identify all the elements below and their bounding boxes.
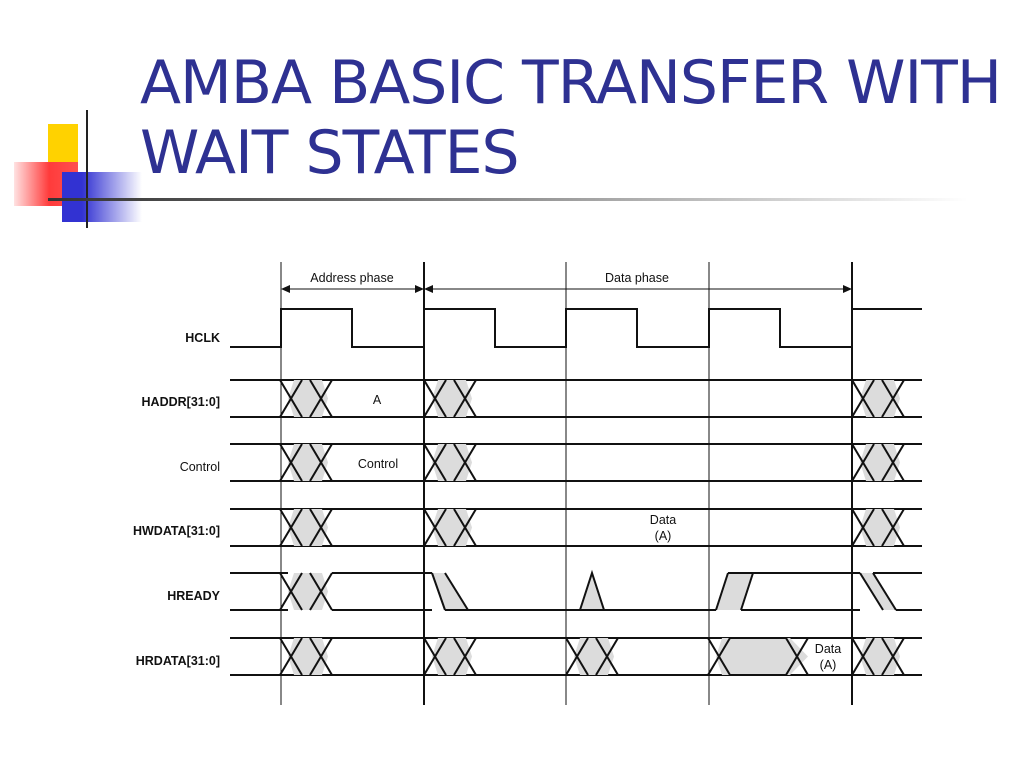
- haddr-transition-2-edge-2: [423, 379, 447, 418]
- control-transition-3-edge-2: [851, 443, 875, 482]
- address-phase-arrow-head-right: [415, 285, 424, 293]
- hrdata-transition-4-edge-2: [707, 637, 731, 676]
- hrdata-transition-1-fill: [288, 638, 328, 675]
- hrdata-value-line1: Data: [815, 642, 841, 656]
- hready-fall2-edge-b: [872, 572, 897, 611]
- hwdata-value-line1: Data: [650, 513, 676, 527]
- haddr-transition-1-edge-2: [279, 379, 303, 418]
- hwdata-value-line2: (A): [655, 529, 672, 543]
- address-phase-arrow-head-left: [281, 285, 290, 293]
- haddr-transition-3-edge-4: [881, 379, 905, 418]
- control-transition-3-fill: [860, 444, 900, 481]
- hready-rise-edge-b: [740, 572, 754, 611]
- signal-label-hready: HREADY: [167, 589, 220, 603]
- hready-fall2-edge-a: [859, 572, 884, 611]
- signal-label-hwdata: HWDATA[31:0]: [133, 524, 220, 538]
- haddr-transition-3-edge-2: [851, 379, 875, 418]
- hrdata-transition-5-edge-4: [881, 637, 905, 676]
- title-underline: [48, 198, 968, 201]
- hwdata-transition-2-fill: [432, 509, 472, 546]
- timing-waveforms: [230, 262, 922, 705]
- haddr-transition-1-edge-4: [309, 379, 333, 418]
- hrdata-transition-3-edge-4: [595, 637, 619, 676]
- hwdata-transition-1-edge-4: [309, 508, 333, 547]
- hready-transition-1-edge-2: [279, 572, 303, 611]
- hrdata-value-line2: (A): [820, 658, 837, 672]
- hwdata-transition-3-edge-2: [851, 508, 875, 547]
- decor-yellow-square: [48, 124, 78, 162]
- control-transition-1-fill: [288, 444, 328, 481]
- hrdata-transition-5-edge-2: [851, 637, 875, 676]
- hwdata-transition-1-fill: [288, 509, 328, 546]
- control-transition-1-edge-2: [279, 443, 303, 482]
- hready-fall-edge-a: [431, 572, 446, 611]
- hready-fall-edge-b: [444, 572, 469, 611]
- signal-label-control: Control: [180, 460, 220, 474]
- slide-title: AMBA BASIC TRANSFER WITH WAIT STATES: [140, 48, 1002, 188]
- data-phase-arrow-head-left: [424, 285, 433, 293]
- hrdata-transition-1-edge-2: [279, 637, 303, 676]
- hrdata-transition-3-edge-2: [565, 637, 589, 676]
- hrdata-transition-2-edge-4: [453, 637, 477, 676]
- hwdata-transition-3-edge-4: [881, 508, 905, 547]
- data-phase-arrow-head-right: [843, 285, 852, 293]
- hrdata-transition-1-edge-4: [309, 637, 333, 676]
- haddr-transition-2-edge-4: [453, 379, 477, 418]
- signal-label-hrdata: HRDATA[31:0]: [136, 654, 220, 668]
- control-transition-2-edge-2: [423, 443, 447, 482]
- hwdata-transition-2-edge-2: [423, 508, 447, 547]
- title-line-1: AMBA BASIC TRANSFER WITH: [140, 48, 1002, 118]
- control-transition-3-edge-4: [881, 443, 905, 482]
- hready-transition-1-edge-4: [309, 572, 333, 611]
- control-value: Control: [358, 457, 398, 471]
- hready-transition-1-fill: [288, 573, 328, 610]
- title-line-2: WAIT STATES: [140, 118, 520, 188]
- haddr-value: A: [373, 393, 382, 407]
- hwdata-transition-3-fill: [860, 509, 900, 546]
- haddr-transition-1-fill: [288, 380, 328, 417]
- haddr-transition-3-fill: [860, 380, 900, 417]
- control-transition-2-fill: [432, 444, 472, 481]
- hrdata-transition-4-edge-4: [785, 637, 809, 676]
- hready-fall-fill: [432, 573, 468, 610]
- hready-fall2-fill: [860, 573, 896, 610]
- hready-glitch: [578, 569, 606, 611]
- address-phase-label: Address phase: [310, 271, 393, 285]
- data-phase-label: Data phase: [605, 271, 669, 285]
- haddr-transition-2-fill: [432, 380, 472, 417]
- control-transition-1-edge-4: [309, 443, 333, 482]
- hrdata-transition-3-fill: [574, 638, 614, 675]
- hrdata-transition-2-fill: [432, 638, 472, 675]
- hready-rise-edge-a: [715, 572, 729, 611]
- hrdata-transition-2-edge-2: [423, 637, 447, 676]
- signal-label-haddr: HADDR[31:0]: [142, 395, 220, 409]
- hwdata-transition-1-edge-2: [279, 508, 303, 547]
- decor-vertical-line: [86, 110, 88, 228]
- decor-blue-square: [62, 172, 142, 222]
- signal-label-hclk: HCLK: [185, 331, 220, 345]
- hrdata-transition-5-fill: [860, 638, 900, 675]
- hrdata-transition-4-fill: [716, 638, 808, 675]
- hwdata-transition-2-edge-4: [453, 508, 477, 547]
- control-transition-2-edge-4: [453, 443, 477, 482]
- hclk-waveform: [230, 308, 922, 348]
